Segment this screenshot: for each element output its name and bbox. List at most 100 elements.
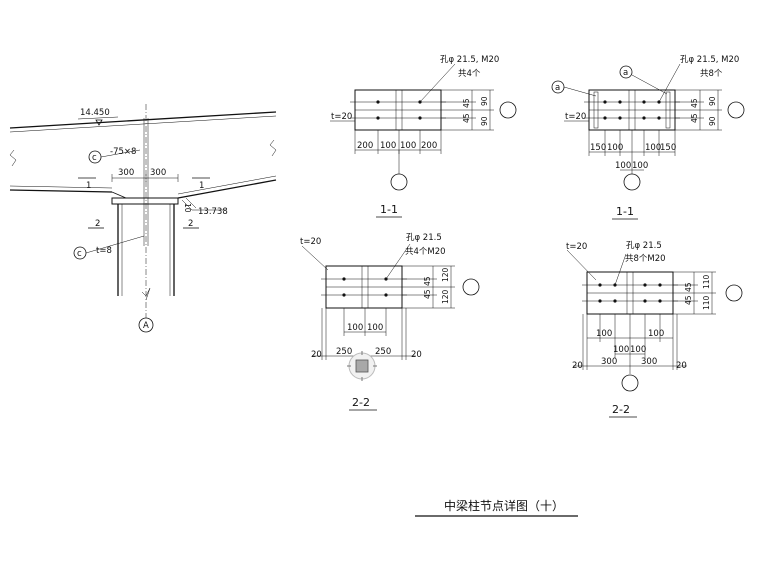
side-inner-1: 45 — [423, 276, 432, 286]
cad-snap-marker[interactable] — [347, 351, 377, 381]
axis-bubble — [390, 173, 408, 191]
beam-bottom-left — [9, 189, 113, 193]
caption: 2-2 — [612, 403, 630, 416]
caption: 1-1 — [380, 203, 398, 216]
axis-bubble — [621, 374, 639, 392]
hole-leader — [419, 63, 456, 103]
column-break — [141, 287, 151, 301]
detail-2-left: t=20 孔φ 21.5 共4个M20 100 100 20 250 250 2… — [300, 233, 480, 411]
side-outer-1: 120 — [441, 267, 450, 282]
section-2-right: 2 — [188, 219, 193, 229]
gap-leader — [181, 199, 193, 211]
side-inner-1: 45 — [462, 98, 471, 108]
dim-o4: 20 — [676, 361, 687, 371]
axis-bubble — [623, 173, 641, 191]
side-outer-2: 90 — [708, 116, 717, 126]
dim-b1: 200 — [357, 141, 373, 151]
dim-c1: 100 — [615, 161, 631, 171]
dim-o3: 300 — [641, 357, 657, 367]
section-1-right: 1 — [199, 181, 204, 191]
hole-note: 孔φ 21.5, M20 — [440, 55, 499, 65]
snap-box — [355, 359, 369, 373]
dim-o1: 20 — [311, 350, 322, 360]
dim-o2: 250 — [336, 347, 352, 357]
side-inner-2: 45 — [462, 113, 471, 123]
top-level-line — [77, 116, 119, 120]
cap-plate — [111, 197, 179, 205]
bolt — [643, 283, 647, 287]
bolt-count: 共4个M20 — [405, 247, 446, 257]
tag-a-top: a — [623, 68, 628, 78]
bolt-count: 共4个 — [458, 69, 481, 79]
thickness-leader — [301, 245, 329, 271]
stiffener-left — [593, 91, 599, 129]
beam-top-flange-line — [9, 115, 277, 133]
dim-i2: 100 — [367, 323, 383, 333]
caption: 1-1 — [616, 205, 634, 218]
gap-dim: 10 — [183, 203, 192, 213]
dim-o3: 250 — [375, 347, 391, 357]
beam-top-line — [9, 111, 277, 129]
bolt — [642, 116, 646, 120]
side-outer-2: 90 — [480, 116, 489, 126]
gap-leader-2 — [185, 197, 197, 209]
bolt — [618, 100, 622, 104]
dim-i1: 100 — [347, 323, 363, 333]
bolt — [603, 116, 607, 120]
dim-right: 300 — [150, 168, 166, 178]
thickness-leader — [566, 249, 597, 281]
dim-b2: 100 — [380, 141, 396, 151]
side-inner-2: 45 — [690, 113, 699, 123]
stiffener-leader — [100, 149, 141, 158]
bottom-level: 13.738 — [198, 207, 228, 217]
side-outer-1: 110 — [702, 274, 711, 289]
break-mark-right — [269, 139, 277, 157]
detail-1-right: a a 孔φ 21.5, M20 共8个 t=20 150 100 100 15… — [551, 55, 745, 220]
bolt — [418, 116, 422, 120]
dim-t2: 100 — [648, 329, 664, 339]
side-bubble — [462, 278, 480, 296]
dim-o2: 300 — [601, 357, 617, 367]
side-bubble — [499, 101, 517, 119]
dim-o4: 20 — [411, 350, 422, 360]
side-inner-1: 45 — [690, 98, 699, 108]
title-block: 中梁柱节点详图（十） — [415, 498, 578, 517]
axis-bubble — [138, 317, 154, 333]
side-inner-2: 45 — [684, 295, 693, 305]
hole-leader — [658, 63, 681, 103]
dim-b3: 100 — [400, 141, 416, 151]
bolt-count: 共8个M20 — [625, 254, 666, 264]
hole-note: 孔φ 21.5 — [406, 233, 442, 243]
dim-c2: 100 — [632, 161, 648, 171]
bolt — [342, 277, 346, 281]
stiffener-right — [665, 91, 671, 129]
dim-b4: 200 — [421, 141, 437, 151]
side-outer-2: 110 — [702, 295, 711, 310]
side-bubble — [725, 284, 743, 302]
tag-a-top-leader — [631, 74, 668, 95]
dim-b2: 100 — [607, 143, 623, 153]
dim-b4: 150 — [660, 143, 676, 153]
side-inner-1: 45 — [684, 282, 693, 292]
dim-t1: 100 — [596, 329, 612, 339]
drawing-title: 中梁柱节点详图（十） — [444, 498, 564, 513]
web-thickness: t=8 — [96, 246, 112, 256]
haunch-left — [111, 191, 127, 199]
stiffener-tag: c — [92, 153, 97, 163]
hole-leader — [614, 253, 627, 286]
beam-bottom-right — [177, 179, 277, 199]
thickness: t=20 — [565, 112, 586, 122]
axis-label: A — [143, 321, 149, 331]
bolt — [376, 116, 380, 120]
bolt — [643, 299, 647, 303]
break-mark-left — [9, 149, 17, 167]
section-2-left: 2 — [95, 219, 100, 229]
tag-a-left-leader — [563, 86, 597, 97]
bolt — [598, 283, 602, 287]
bolt — [376, 100, 380, 104]
web-tag: c — [77, 249, 82, 259]
bolt — [603, 100, 607, 104]
side-inner-2: 45 — [423, 289, 432, 299]
dim-b3: 100 — [645, 143, 661, 153]
